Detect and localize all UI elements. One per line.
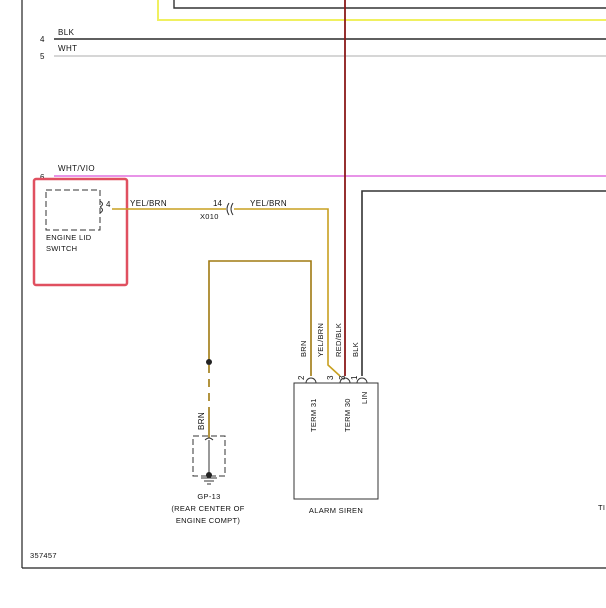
wire-5-wht: 5 WHT bbox=[40, 44, 606, 61]
siren-pin-2-connector bbox=[305, 377, 317, 384]
siren-wire-redblk-label: RED/BLK bbox=[334, 323, 343, 357]
connector-x010: 14 X010 bbox=[200, 199, 234, 221]
siren-term-31: TERM 31 bbox=[309, 398, 318, 432]
wire-4-label: BLK bbox=[58, 28, 75, 37]
brn-ground-wire: BRN bbox=[197, 260, 312, 438]
yellow-wire-path bbox=[157, 0, 606, 21]
switch-label-line2: SWITCH bbox=[46, 244, 77, 253]
siren-pin-3-connector bbox=[339, 377, 351, 384]
ground-desc-line2: ENGINE COMPT) bbox=[176, 516, 241, 525]
yel-brn-right-label: YEL/BRN bbox=[250, 199, 287, 208]
alarm-siren-name: ALARM SIREN bbox=[309, 506, 363, 515]
alarm-siren-box bbox=[293, 382, 379, 500]
dark-wire-path bbox=[173, 0, 606, 9]
right-cut-label: TI bbox=[598, 503, 605, 512]
ground-gp13: GP-13 (REAR CENTER OF ENGINE COMPT) bbox=[171, 435, 244, 525]
siren-wire-yelbrn-label: YEL/BRN bbox=[316, 323, 325, 357]
switch-dashed-box bbox=[45, 189, 101, 231]
yel-brn-right-line bbox=[234, 208, 341, 377]
top-yellow-wire bbox=[157, 0, 606, 21]
alarm-siren: 2 3 3 1 BRN YEL/BRN RED/BLK BLK TERM 31 … bbox=[293, 323, 379, 515]
siren-pin-3b-num: 3 bbox=[338, 375, 347, 380]
ground-wire-label: BRN bbox=[197, 412, 206, 430]
switch-connector-icon bbox=[99, 200, 103, 214]
siren-wire-brn-label: BRN bbox=[299, 340, 308, 357]
siren-term-30: TERM 30 bbox=[343, 398, 352, 432]
splice-dot bbox=[206, 359, 212, 365]
siren-pin-3a-num: 3 bbox=[326, 375, 335, 380]
switch-highlight-box bbox=[32, 177, 129, 287]
yel-brn-wire: YEL/BRN YEL/BRN bbox=[112, 199, 341, 377]
ground-name: GP-13 bbox=[197, 492, 220, 501]
wire-6-label: WHT/VIO bbox=[58, 164, 95, 173]
engine-lid-switch: 4 ENGINE LID SWITCH bbox=[32, 177, 129, 287]
wire-5-pin: 5 bbox=[40, 52, 45, 61]
siren-pin-2-num: 2 bbox=[297, 375, 306, 380]
ground-dot bbox=[206, 472, 212, 478]
ground-desc-line1: (REAR CENTER OF bbox=[171, 504, 244, 513]
yel-brn-left-label: YEL/BRN bbox=[130, 199, 167, 208]
wire-4-pin: 4 bbox=[40, 35, 45, 44]
siren-pin-1-num: 1 bbox=[350, 375, 359, 380]
wire-6-whtvio: 6 WHT/VIO bbox=[40, 164, 606, 182]
wire-6-pin: 6 bbox=[40, 173, 45, 182]
diagram-frame bbox=[21, 0, 606, 569]
siren-wire-blk-label: BLK bbox=[351, 342, 360, 357]
switch-label-line1: ENGINE LID bbox=[46, 233, 92, 242]
connector-x010-pin: 14 bbox=[213, 199, 222, 208]
connector-x010-name: X010 bbox=[200, 212, 219, 221]
brn-wire-solid bbox=[208, 260, 312, 376]
wire-4-blk: 4 BLK bbox=[40, 28, 606, 44]
siren-pin-1-connector bbox=[356, 377, 368, 384]
wire-5-label: WHT bbox=[58, 44, 77, 53]
blk-lin-wire bbox=[361, 190, 606, 376]
ground-connector-icon bbox=[204, 437, 214, 441]
switch-pin: 4 bbox=[106, 200, 111, 209]
diagram-id: 357457 bbox=[30, 551, 57, 560]
siren-term-lin: LIN bbox=[360, 391, 369, 404]
connector-x010-icon bbox=[226, 202, 234, 216]
